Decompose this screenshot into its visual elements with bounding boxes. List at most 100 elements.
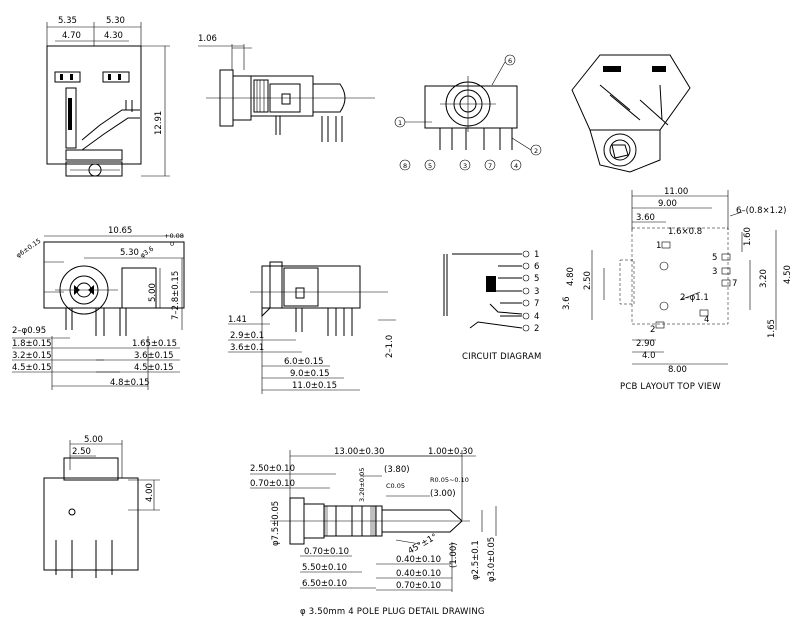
- pin-4-label: 4: [514, 162, 518, 170]
- pcb-dim-1-65: 1.65: [767, 319, 777, 338]
- pin-7-label: 7: [488, 162, 492, 170]
- dim-4-5-left: 4.5±0.15: [12, 363, 52, 373]
- dim-5-30-main: 5.30: [120, 248, 139, 258]
- side-view: 1.06: [198, 34, 375, 142]
- dim-6-0: 6.0±0.15: [284, 357, 324, 367]
- plug-dim-3-20: 3.20±0.05: [358, 468, 366, 502]
- pcb-dim-2-90: 2.90: [636, 339, 655, 349]
- pcb-pad-2: 2: [650, 325, 655, 335]
- plug-dim-3-80: (3.80): [384, 465, 410, 475]
- pcb-dim-1-6x0-8: 1.6×0.8: [668, 227, 702, 237]
- plug-dim-13-00: 13.00±0.30: [334, 447, 384, 457]
- dim-9-0: 9.0±0.15: [290, 369, 330, 379]
- pcb-dim-8-00: 8.00: [668, 365, 687, 375]
- dim-5-00: 5.00: [148, 283, 158, 302]
- circuit-caption: CIRCUIT DIAGRAM: [462, 352, 542, 362]
- dim-10-65: 10.65: [108, 226, 132, 236]
- bottom-dim-2-50: 2.50: [72, 447, 91, 457]
- dim-5-30: 5.30: [106, 16, 125, 26]
- pcb-dim-1-60: 1.60: [743, 227, 753, 246]
- circuit-pin-3: 3: [534, 287, 539, 297]
- pcb-dim-9-00: 9.00: [658, 199, 677, 209]
- dim-2-1-0: 2–1.0: [385, 335, 395, 358]
- circuit-pin-1: 1: [534, 250, 539, 260]
- bottom-dim-5-00: 5.00: [84, 435, 103, 445]
- plug-dim-phi7-5: φ7.5±0.05: [271, 501, 281, 546]
- plug-dim-phi2-5: φ2.5±0.1: [471, 540, 481, 580]
- circuit-pin-4: 4: [534, 312, 539, 322]
- plug-caption: φ 3.50mm 4 POLE PLUG DETAIL DRAWING: [300, 607, 485, 617]
- tol-sub: 0: [170, 240, 174, 248]
- pcb-dim-3-60: 3.60: [636, 213, 655, 223]
- plug-dim-0-70-bottom: 0.70±0.10: [396, 581, 441, 591]
- dim-2-phi0-95: 2–φ0.95: [12, 326, 46, 336]
- dim-1-65: 1.65±0.15: [132, 339, 177, 349]
- pcb-dim-3-20: 3.20: [759, 269, 769, 288]
- plug-dim-c0-05: C0.05: [386, 482, 405, 490]
- pin-5-label: 5: [428, 162, 432, 170]
- dim-phi3-6: φ3.6: [139, 245, 156, 260]
- plug-dim-0-70-mid: 0.70±0.10: [304, 547, 349, 557]
- pin-8-label: 8: [403, 162, 407, 170]
- pcb-dim-6-pads: 6–(0.8×1.2): [736, 206, 786, 216]
- dim-1-41: 1.41: [228, 315, 247, 325]
- pcb-layout: 11.00 9.00 3.60 1.6×0.8 6–(0.8×1.2) 1.60…: [562, 187, 793, 392]
- main-view: 10.65 5.30 φ6±0.15 φ3.6 +0.08 0 5.00 7–2…: [12, 226, 185, 390]
- plug-dim-phi3-0: φ3.0±0.05: [487, 537, 497, 582]
- circuit-pin-5: 5: [534, 274, 539, 284]
- pcb-pad-1: 1: [656, 241, 661, 251]
- pcb-dim-11-00: 11.00: [664, 187, 688, 197]
- top-view: 5.35 5.30 4.70 4.30 12.91: [46, 16, 170, 177]
- pin-1-label: 1: [398, 119, 402, 127]
- pcb-dim-4-0: 4.0: [642, 351, 656, 361]
- circuit-pin-7: 7: [534, 299, 539, 309]
- right-view: 1.41 2.9±0.1 3.6±0.1 6.0±0.15 9.0±0.15 1…: [228, 261, 396, 394]
- pcb-pad-7: 7: [732, 279, 737, 289]
- pcb-pad-3: 3: [712, 267, 717, 277]
- front-view: 1 2 3 4 5 6 7 8: [394, 54, 542, 171]
- pin-2-label: 2: [534, 147, 538, 155]
- dim-4-70: 4.70: [62, 31, 81, 41]
- pcb-caption: PCB LAYOUT TOP VIEW: [620, 382, 721, 392]
- dim-4-30: 4.30: [104, 31, 123, 41]
- plug-dim-0-70-top: 0.70±0.10: [250, 479, 295, 489]
- pin-6-label: 6: [508, 57, 512, 65]
- plug-dim-45deg: 45°±1°: [407, 532, 440, 557]
- dim-4-5-right: 4.5±0.15: [134, 363, 174, 373]
- dim-3-6: 3.6±0.15: [134, 351, 174, 361]
- tol-sup: +0.08: [164, 232, 184, 240]
- plug-dim-0-40-a: 0.40±0.10: [396, 555, 441, 565]
- dim-12-91: 12.91: [154, 111, 164, 135]
- pcb-dim-2-phi1-1: 2–φ1.1: [680, 293, 709, 303]
- dim-phi6: φ6±0.15: [15, 237, 43, 260]
- dim-1-8: 1.8±0.15: [12, 339, 52, 349]
- pin-3-label: 3: [463, 162, 467, 170]
- plug-dim-2-50: 2.50±0.10: [250, 464, 295, 474]
- dim-3-6-right: 3.6±0.1: [230, 343, 264, 353]
- circuit-pin-6: 6: [534, 262, 539, 272]
- circuit-diagram: 1 6 5 3 7 4 2 CIRCUIT DIAGRAM: [443, 250, 542, 362]
- dim-3-2: 3.2±0.15: [12, 351, 52, 361]
- dim-4-8: 4.8±0.15: [110, 378, 150, 388]
- dim-2-9: 2.9±0.1: [230, 331, 264, 341]
- bottom-dim-4-00: 4.00: [145, 483, 155, 502]
- pcb-dim-4-80: 4.80: [566, 267, 576, 286]
- plug-detail: 13.00±0.30 1.00±0.30 2.50±0.10 (3.80) 0.…: [250, 447, 497, 617]
- circuit-pin-2: 2: [534, 324, 539, 334]
- plug-dim-6-50: 6.50±0.10: [302, 579, 347, 589]
- plug-dim-0-40-b: 0.40±0.10: [396, 569, 441, 579]
- plug-dim-r0-05: R0.05~0.10: [430, 476, 469, 484]
- pcb-dim-3-6: 3.6: [562, 296, 572, 310]
- bottom-view: 5.00 2.50 4.00: [43, 435, 160, 578]
- plug-dim-1-00-paren: (1.00): [449, 542, 459, 568]
- plug-dim-1-00: 1.00±0.30: [428, 447, 473, 457]
- plug-dim-5-50: 5.50±0.10: [302, 563, 347, 573]
- dim-1-06: 1.06: [198, 34, 217, 44]
- plug-dim-3-00: (3.00): [430, 489, 456, 499]
- dim-7-2-8: 7–2.8±0.15: [171, 271, 181, 320]
- isometric-view: [571, 54, 691, 173]
- dim-11-0: 11.0±0.15: [292, 381, 337, 391]
- pcb-dim-2-50: 2.50: [583, 271, 593, 290]
- dim-5-35: 5.35: [58, 16, 77, 26]
